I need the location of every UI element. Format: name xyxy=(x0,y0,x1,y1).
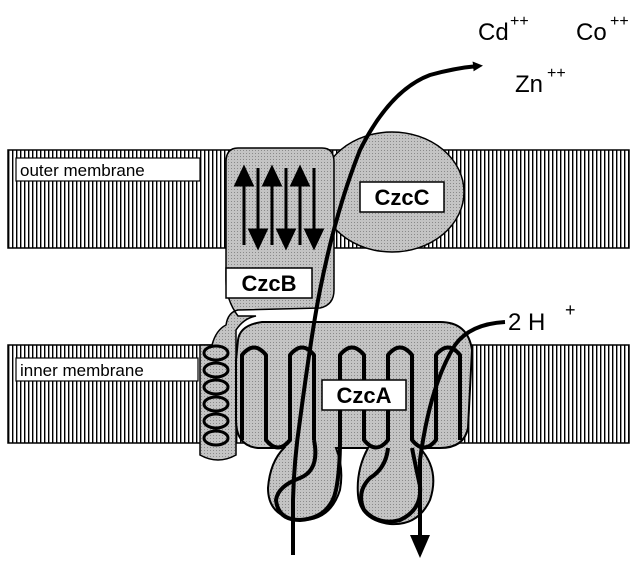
cadmium-charge: ++ xyxy=(510,13,529,30)
ion-labels: Cd ++ Co ++ Zn ++ xyxy=(478,13,629,98)
cobalt-symbol: Co xyxy=(576,19,607,46)
proton-label: 2 H xyxy=(508,309,545,336)
zinc-charge: ++ xyxy=(547,65,566,82)
czca-label: CzcA xyxy=(336,383,391,408)
inner-membrane-label: inner membrane xyxy=(20,361,144,380)
czca-label-box: CzcA xyxy=(322,380,406,410)
czcc-label-box: CzcC xyxy=(360,182,444,212)
proton-charge: + xyxy=(565,300,576,320)
inner-membrane-label-box: inner membrane xyxy=(16,358,198,381)
zinc-symbol: Zn xyxy=(515,71,543,98)
outer-membrane-label-box: outer membrane xyxy=(16,158,200,181)
proton-label-group: 2 H + xyxy=(508,300,576,336)
proton-arrow-head xyxy=(410,535,430,558)
czcc-label: CzcC xyxy=(374,185,429,210)
cobalt-charge: ++ xyxy=(610,13,629,30)
cadmium-symbol: Cd xyxy=(478,19,509,46)
czcb-label-box: CzcB xyxy=(226,268,312,298)
outer-membrane-label: outer membrane xyxy=(20,161,145,180)
czcb-label: CzcB xyxy=(241,271,296,296)
